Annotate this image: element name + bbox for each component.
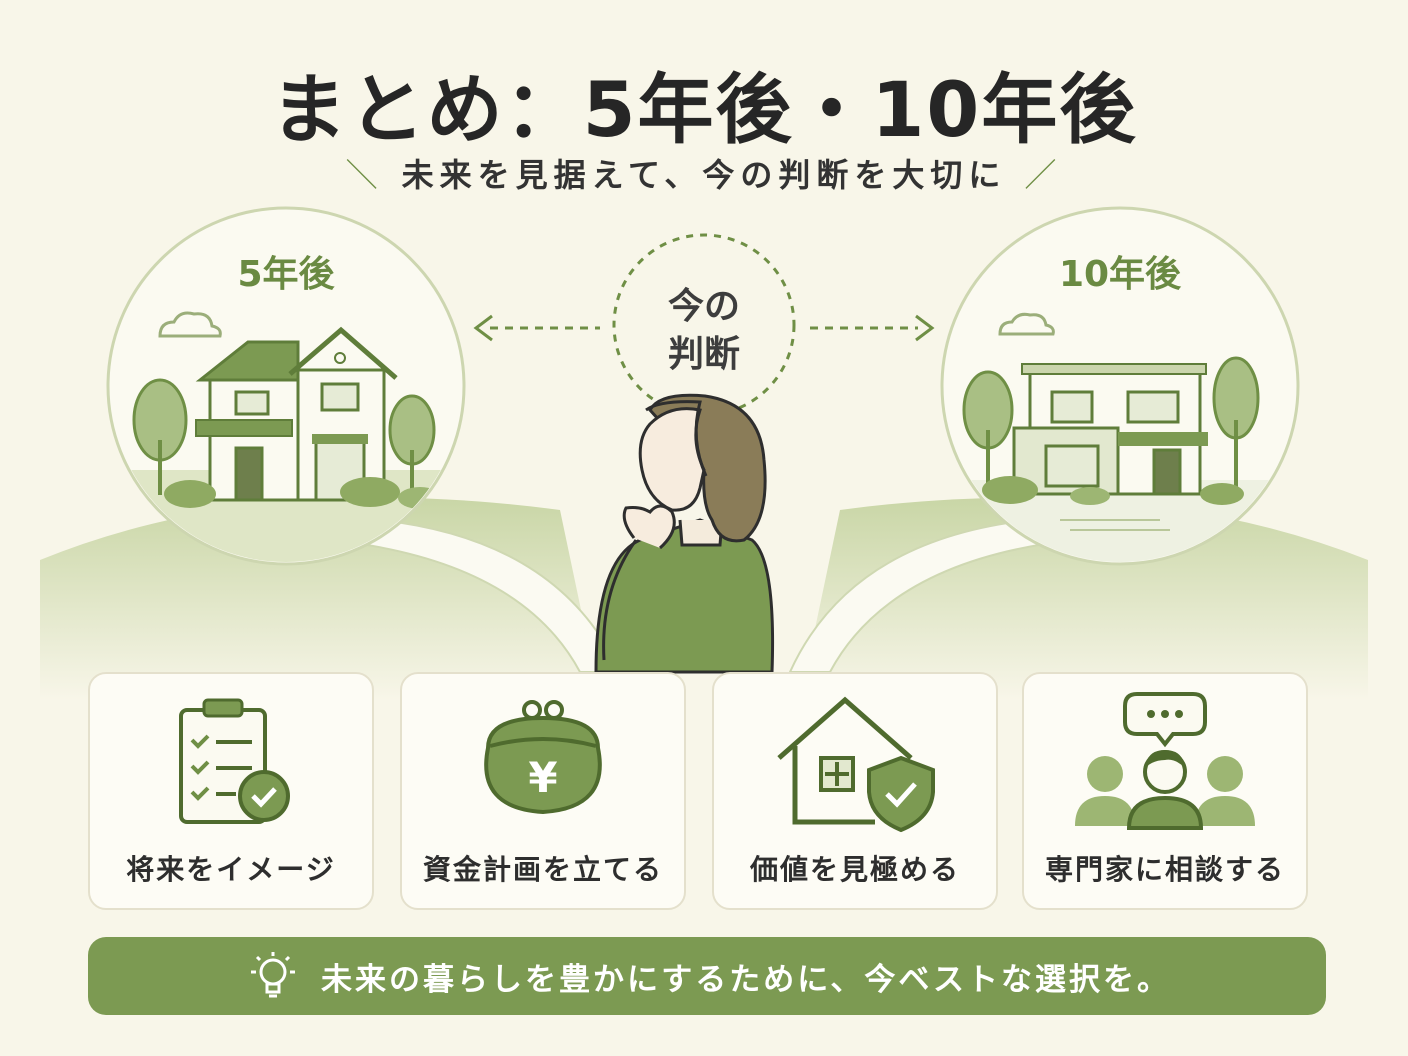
arrow-left-icon (473, 314, 600, 342)
ten-years-circle: 10年後 (940, 206, 1300, 566)
banner-text: 未来の暮らしを豊かにするために、今ベストな選択を。 (321, 961, 1171, 998)
center-label-line2: 判断 (668, 334, 740, 375)
consultation-people-icon (1075, 692, 1255, 830)
house-shield-icon (777, 696, 935, 833)
lightbulb-icon (251, 952, 295, 998)
svg-text:¥: ¥ (528, 753, 557, 802)
current-decision-bubble: 今の 判断 (612, 233, 796, 417)
slash-left-icon: ＼ (345, 156, 384, 194)
checklist-icon (179, 698, 290, 824)
five-years-label: 5年後 (237, 254, 335, 295)
five-years-circle: 5年後 (106, 206, 466, 566)
arrow-right-icon (810, 314, 935, 342)
card-financial-plan: ¥ 資金計画を立てる (400, 672, 686, 910)
card-consult-expert: 専門家に相談する (1022, 672, 1308, 910)
card-assess-value: 価値を見極める (712, 672, 998, 910)
ten-years-label: 10年後 (1059, 254, 1182, 295)
thinking-woman-illustration (594, 393, 775, 674)
subtitle-row: ＼ 未来を見据えて、今の判断を大切に ／ (0, 150, 1408, 196)
card-label-imagine: 将来をイメージ (126, 853, 336, 886)
page-title: まとめ：5年後・10年後 (270, 65, 1138, 154)
subtitle: 未来を見据えて、今の判断を大切に (401, 156, 1007, 194)
slash-right-icon: ／ (1024, 156, 1063, 194)
center-label-line1: 今の (668, 286, 740, 327)
card-label-value: 価値を見極める (749, 853, 960, 886)
scene-illustration: 5年後 10年後 (40, 206, 1368, 700)
card-imagine-future: 将来をイメージ (88, 672, 374, 910)
yen-purse-icon: ¥ (484, 700, 602, 815)
card-label-finance: 資金計画を立てる (422, 853, 663, 886)
bottom-banner: 未来の暮らしを豊かにするために、今ベストな選択を。 (88, 937, 1326, 1015)
card-label-consult: 専門家に相談する (1044, 853, 1285, 886)
